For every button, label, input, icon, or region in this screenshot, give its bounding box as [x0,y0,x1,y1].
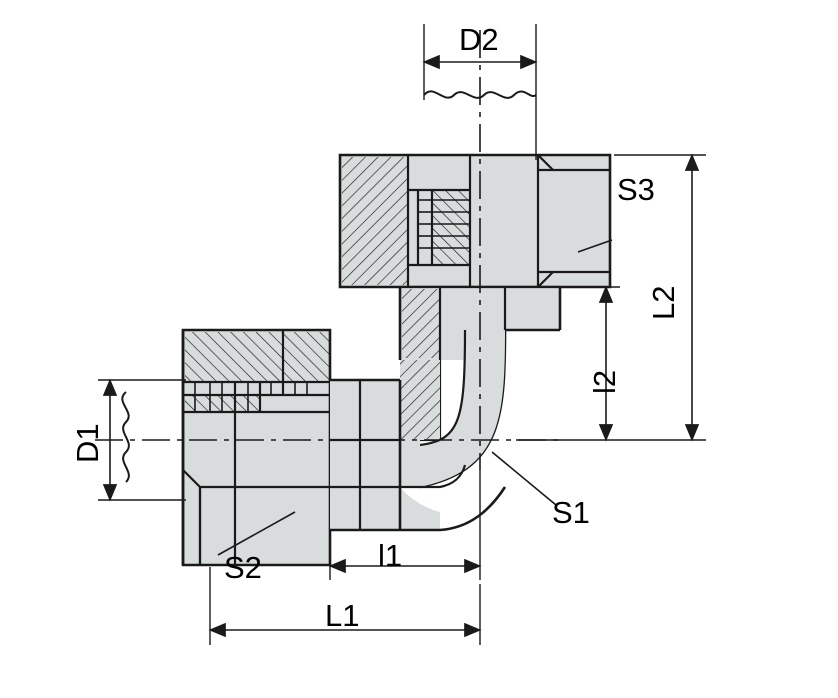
label-D1: D1 [70,423,105,463]
label-l1: l1 [378,538,403,573]
label-D2: D2 [459,22,499,57]
label-S1: S1 [552,495,590,530]
label-S3: S3 [617,172,655,207]
leader-lines [217,239,613,556]
label-L2: L2 [646,285,681,320]
dimension-lines [98,24,706,645]
fitting-body [181,153,612,567]
label-L1: L1 [325,598,360,633]
label-l2: l2 [587,369,622,394]
center-lines [95,30,560,470]
label-S2: S2 [224,550,262,585]
break-lines [121,90,537,483]
